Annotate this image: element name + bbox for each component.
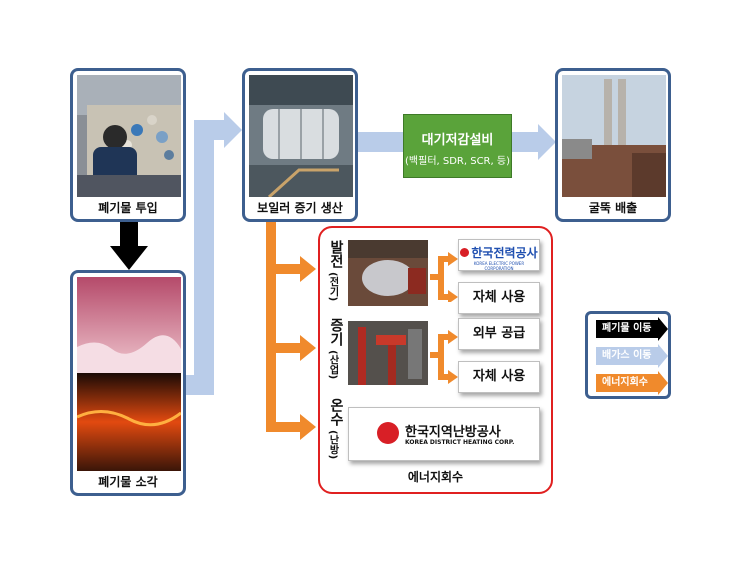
flue-gas-arrowhead-to-boiler bbox=[224, 112, 242, 148]
steam-label: 증기 (산업) bbox=[327, 318, 345, 379]
flue-gas-path-apc-to-chimney bbox=[510, 132, 540, 152]
power-label-sub: (전기) bbox=[327, 272, 338, 302]
external-supply-box: 외부 공급 bbox=[458, 318, 540, 350]
hotwater-label: 온수 (난방) bbox=[327, 398, 345, 459]
apc-box: 대기저감설비 (백필터, SDR, SCR, 등) bbox=[403, 114, 512, 178]
chimney-photo bbox=[562, 75, 666, 197]
steam-industry-photo bbox=[348, 321, 428, 385]
apc-subtitle: (백필터, SDR, SCR, 등) bbox=[405, 156, 510, 167]
legend-energy-recovery-text: 에너지회수 bbox=[602, 377, 648, 388]
chimney-label: 굴뚝 배출 bbox=[588, 201, 638, 215]
waste-input-label: 폐기물 투입 bbox=[98, 201, 158, 215]
kepco-logo: 한국전력공사 bbox=[459, 244, 539, 261]
waste-input-photo bbox=[77, 75, 181, 197]
boiler-card: 보일러 증기 생산 bbox=[242, 68, 358, 222]
external-supply-text: 외부 공급 bbox=[472, 326, 526, 341]
energy-recovery-box bbox=[318, 226, 553, 494]
steam-label-main: 증기 bbox=[328, 318, 344, 346]
energy-trunk-line bbox=[266, 222, 276, 432]
legend-exhaust-move: 배가스 이동 bbox=[596, 347, 658, 365]
chimney-card: 굴뚝 배출 bbox=[555, 68, 671, 222]
self-use-box-1: 자체 사용 bbox=[458, 282, 540, 314]
apc-title: 대기저감설비 bbox=[421, 133, 494, 148]
boiler-label: 보일러 증기 생산 bbox=[257, 201, 343, 215]
legend-waste-move-text: 폐기물 이동 bbox=[602, 323, 652, 334]
legend-waste-move: 폐기물 이동 bbox=[596, 320, 658, 338]
self-use-1-text: 자체 사용 bbox=[472, 290, 526, 305]
waste-move-arrow bbox=[110, 222, 148, 270]
flue-gas-path-vertical bbox=[194, 120, 214, 395]
waste-incineration-card: 폐기물 소각 bbox=[70, 270, 186, 496]
steam-split-connector bbox=[430, 330, 458, 384]
legend-exhaust-move-text: 배가스 이동 bbox=[602, 350, 652, 361]
energy-branch-steam bbox=[266, 343, 302, 353]
kepco-logo-icon bbox=[460, 248, 470, 257]
flue-gas-arrowhead-to-chimney bbox=[538, 124, 556, 160]
boiler-photo bbox=[249, 75, 353, 197]
kdhc-box: 한국지역난방공사 KOREA DISTRICT HEATING CORP. bbox=[348, 407, 540, 461]
kepco-name: 한국전력공사 bbox=[471, 246, 538, 260]
hotwater-label-sub: (난방) bbox=[327, 430, 338, 460]
power-split-connector bbox=[430, 252, 458, 302]
kepco-name-en: KOREA ELECTRIC POWER CORPORATION bbox=[473, 261, 525, 271]
kdhc-logo bbox=[377, 422, 399, 444]
self-use-box-2: 자체 사용 bbox=[458, 361, 540, 393]
legend-exhaust-move-head bbox=[658, 344, 668, 368]
power-label-main: 발전 bbox=[328, 240, 344, 268]
waste-incineration-photo bbox=[77, 277, 181, 471]
energy-recovery-title: 에너지회수 bbox=[407, 470, 464, 484]
kdhc-name-en: KOREA DISTRICT HEATING CORP. bbox=[405, 439, 515, 446]
legend-box: 폐기물 이동 배가스 이동 에너지회수 bbox=[585, 311, 671, 399]
power-label: 발전 (전기) bbox=[327, 240, 345, 301]
kdhc-name: 한국지역난방공사 bbox=[405, 425, 501, 440]
energy-arrowhead-power bbox=[300, 256, 316, 282]
kepco-box: 한국전력공사 KOREA ELECTRIC POWER CORPORATION bbox=[458, 239, 540, 271]
waste-incineration-label: 폐기물 소각 bbox=[98, 475, 158, 489]
legend-waste-move-head bbox=[658, 317, 668, 341]
energy-arrowhead-steam bbox=[300, 335, 316, 361]
power-generator-photo bbox=[348, 240, 428, 306]
hotwater-label-main: 온수 bbox=[328, 398, 344, 426]
waste-input-card: 폐기물 투입 bbox=[70, 68, 186, 222]
flue-gas-path-horizontal-top bbox=[194, 120, 226, 140]
steam-label-sub: (산업) bbox=[327, 350, 338, 380]
legend-energy-recovery: 에너지회수 bbox=[596, 374, 658, 392]
legend-energy-recovery-head bbox=[658, 371, 668, 395]
flue-gas-path-boiler-to-apc bbox=[358, 132, 406, 152]
energy-branch-hotwater bbox=[266, 422, 302, 432]
self-use-2-text: 자체 사용 bbox=[472, 369, 526, 384]
energy-branch-power bbox=[266, 264, 302, 274]
energy-arrowhead-hotwater bbox=[300, 414, 316, 440]
